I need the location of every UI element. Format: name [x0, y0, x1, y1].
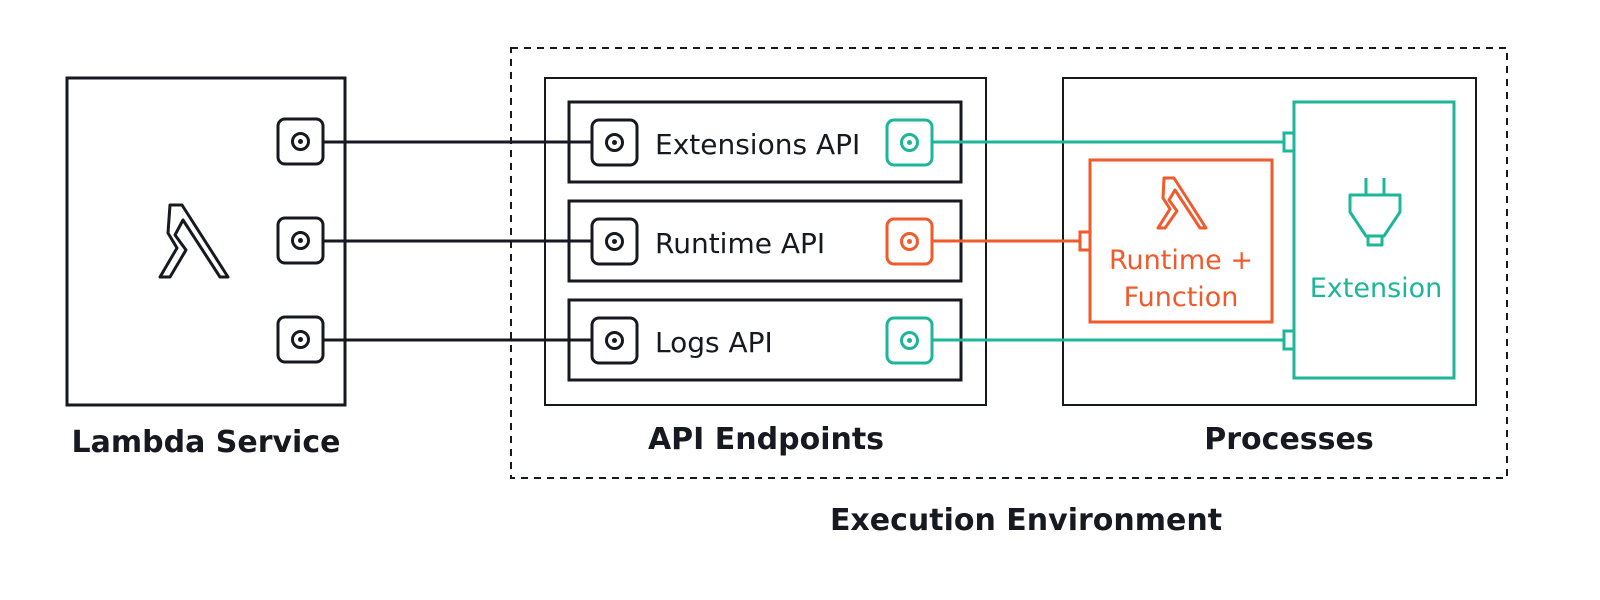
runtime-function-label-line2: Function — [1124, 282, 1239, 313]
logs-api-label: Logs API — [655, 326, 773, 359]
runtime-api-inbound-port — [590, 217, 639, 266]
lambda-service-title: Lambda Service — [72, 425, 341, 460]
runtime-api-outbound-port — [885, 217, 934, 266]
extensions-api-label: Extensions API — [655, 128, 860, 161]
extension-box — [1292, 100, 1456, 380]
logs-api-outbound-port — [885, 316, 934, 365]
lambda-service-port-logs — [276, 315, 325, 364]
execution-environment-title: Execution Environment — [830, 503, 1222, 538]
execution-environment-boundary — [510, 47, 1508, 479]
lambda-service-port-runtime — [276, 216, 325, 265]
plug-icon — [1348, 178, 1402, 247]
runtime-function-label-line1: Runtime + — [1109, 245, 1253, 276]
processes-title: Processes — [1204, 422, 1373, 457]
extension-label: Extension — [1310, 273, 1443, 304]
extension-port-top — [1282, 131, 1296, 153]
api-endpoints-title: API Endpoints — [648, 422, 884, 457]
runtime-function-port — [1078, 230, 1092, 252]
lambda-icon — [158, 203, 230, 279]
runtime-api-label: Runtime API — [655, 227, 825, 260]
extensions-api-outbound-port — [885, 118, 934, 167]
extensions-api-inbound-port — [590, 118, 639, 167]
lambda-icon — [1156, 176, 1208, 230]
lambda-service-port-extensions — [276, 117, 325, 166]
logs-api-inbound-port — [590, 316, 639, 365]
extension-port-bottom — [1282, 329, 1296, 351]
